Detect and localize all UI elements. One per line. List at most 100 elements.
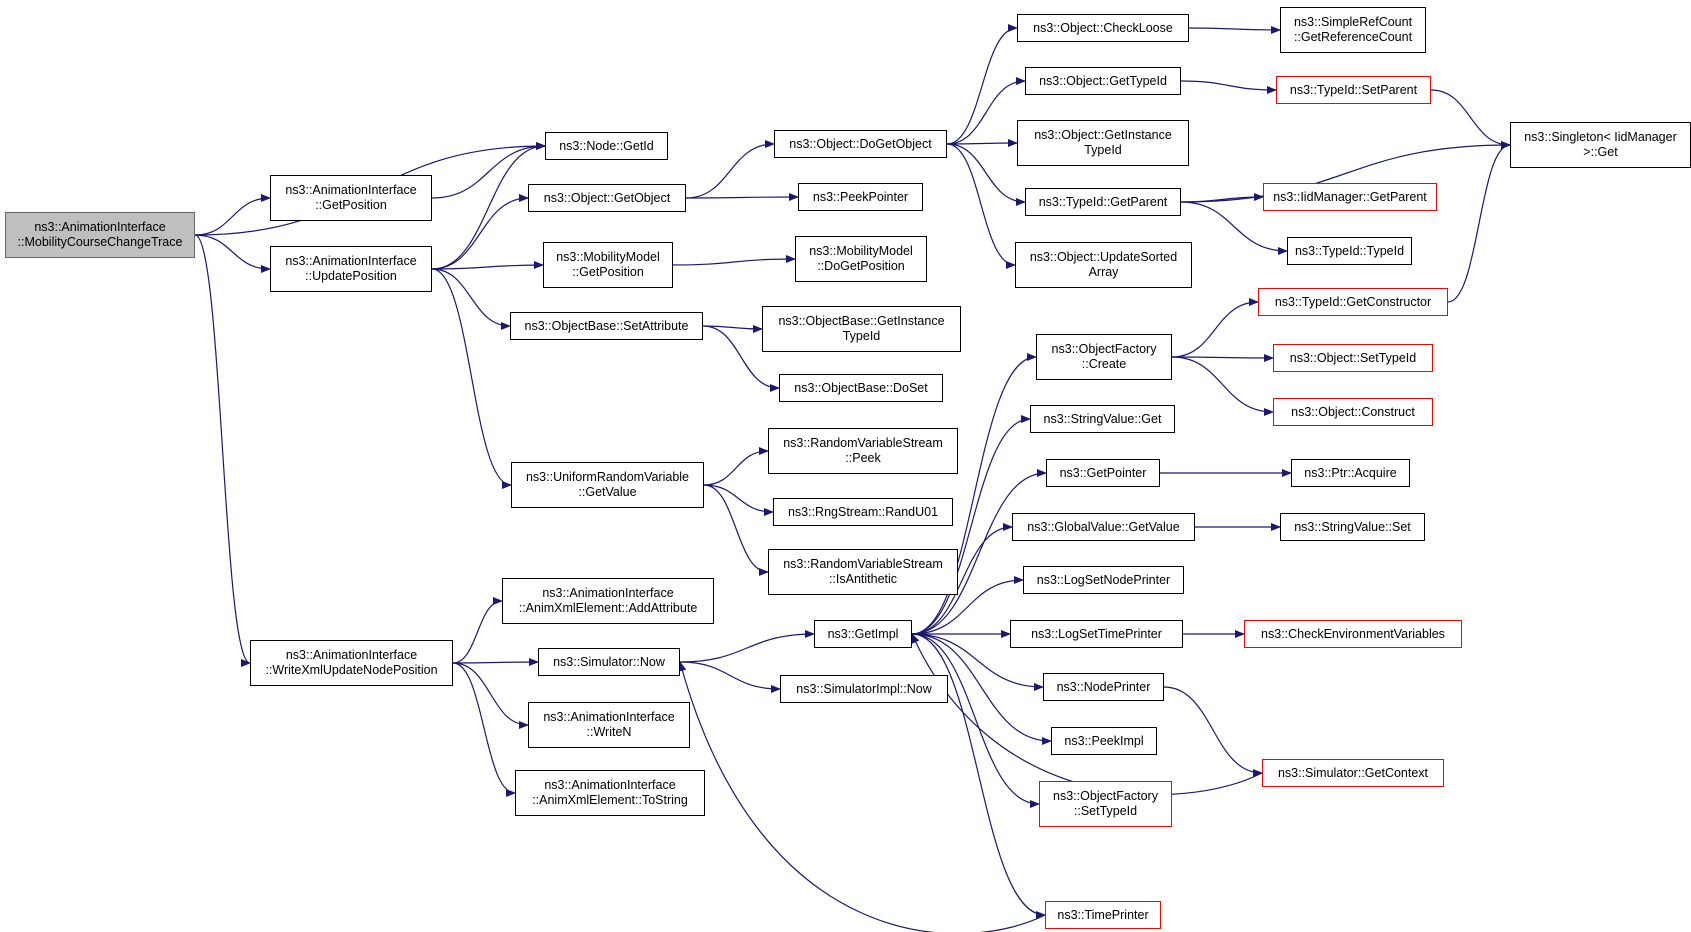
node-ai-writexml[interactable]: ns3::AnimationInterface::WriteXmlUpdateN…: [250, 640, 453, 686]
node-iidmanager-getparent[interactable]: ns3::IidManager::GetParent: [1263, 183, 1437, 211]
node-label-line: ns3::RngStream::RandU01: [787, 504, 939, 519]
node-label-line: ns3::AnimationInterface: [285, 254, 417, 268]
node-label-line: ns3::AnimationInterface: [285, 648, 418, 662]
node-gv-getvalue[interactable]: ns3::GlobalValue::GetValue: [1012, 513, 1195, 541]
node-rng-randu01[interactable]: ns3::RngStream::RandU01: [773, 498, 953, 526]
node-label-line: ns3::ObjectBase::DoSet: [794, 380, 928, 395]
node-obj-dogetobject[interactable]: ns3::Object::DoGetObject: [774, 130, 947, 158]
node-sim-getcontext[interactable]: ns3::Simulator::GetContext: [1262, 759, 1444, 787]
edge-getimpl-to-getpointer: [911, 469, 1047, 635]
node-logsetnodeprinter[interactable]: ns3::LogSetNodePrinter: [1023, 566, 1184, 594]
node-label-line: ns3::StringValue::Get: [1043, 411, 1162, 426]
node-obj-construct[interactable]: ns3::Object::Construct: [1273, 398, 1433, 426]
node-label-line: ns3::ObjectBase::GetInstance: [778, 314, 945, 328]
node-ptr-acquire[interactable]: ns3::Ptr::Acquire: [1291, 459, 1410, 487]
node-root: ns3::AnimationInterface::MobilityCourseC…: [5, 212, 195, 258]
node-mm-getposition[interactable]: ns3::MobilityModel::GetPosition: [543, 242, 673, 288]
edge-getimpl-to-of-create: [911, 353, 1037, 635]
node-label-line: ::Create: [1081, 357, 1127, 371]
node-stringvalue-set[interactable]: ns3::StringValue::Set: [1280, 513, 1425, 541]
edge-getimpl-to-nodeprinter: [911, 633, 1044, 691]
edge-root-to-ai-updateposition: [194, 234, 271, 273]
edge-nodeprinter-to-sim-getcontext: [1163, 686, 1263, 777]
node-ai-updateposition[interactable]: ns3::AnimationInterface::UpdatePosition: [270, 246, 432, 292]
edge-obj-dogetobject-to-obj-getinstancetypeid: [946, 139, 1018, 148]
edge-sim-now-to-simimpl-now: [679, 661, 781, 693]
node-label-line: ns3::PeekPointer: [812, 189, 909, 204]
node-of-settypeid[interactable]: ns3::ObjectFactory::SetTypeId: [1039, 781, 1172, 827]
node-getpointer[interactable]: ns3::GetPointer: [1046, 459, 1160, 487]
node-obj-checkloose[interactable]: ns3::Object::CheckLoose: [1017, 14, 1189, 42]
node-label-line: ns3::AnimationInterface: [542, 586, 674, 600]
edge-root-to-ai-getposition: [194, 194, 271, 236]
node-label-line: ns3::ObjectFactory: [1051, 342, 1157, 356]
edge-ai-writexml-to-ai-tostring: [452, 662, 516, 797]
node-sim-now[interactable]: ns3::Simulator::Now: [538, 648, 680, 676]
node-peekimpl[interactable]: ns3::PeekImpl: [1051, 727, 1157, 755]
node-getimpl[interactable]: ns3::GetImpl: [814, 620, 912, 648]
node-rvs-isantithetic[interactable]: ns3::RandomVariableStream::IsAntithetic: [768, 549, 958, 595]
edge-of-create-to-obj-construct: [1171, 356, 1274, 416]
node-mm-dogetposition[interactable]: ns3::MobilityModel::DoGetPosition: [795, 236, 927, 282]
node-label-line: ns3::SimpleRefCount: [1293, 15, 1413, 29]
node-label-line: ns3::Object::GetObject: [543, 190, 671, 205]
node-stringvalue-get[interactable]: ns3::StringValue::Get: [1030, 405, 1175, 433]
node-of-create[interactable]: ns3::ObjectFactory::Create: [1036, 334, 1172, 380]
edge-ai-writexml-to-sim-now: [452, 658, 539, 667]
node-ai-tostring[interactable]: ns3::AnimationInterface::AnimXmlElement:…: [515, 770, 705, 816]
edge-getimpl-to-timeprinter: [911, 633, 1046, 919]
node-timeprinter[interactable]: ns3::TimePrinter: [1045, 901, 1161, 929]
node-singleton-get[interactable]: ns3::Singleton< IidManager>::Get: [1510, 122, 1691, 168]
node-label-line: ::IsAntithetic: [828, 572, 898, 586]
node-label-line: ns3::Object::SetTypeId: [1289, 350, 1417, 365]
node-ai-addattribute[interactable]: ns3::AnimationInterface::AnimXmlElement:…: [502, 578, 714, 624]
node-label-line: ns3::GetPointer: [1059, 465, 1147, 480]
node-obj-settypeid[interactable]: ns3::Object::SetTypeId: [1273, 344, 1433, 372]
node-label-line: ::GetPosition: [315, 198, 387, 212]
edge-sim-now-to-getimpl: [679, 630, 815, 663]
node-typeid-getparent[interactable]: ns3::TypeId::GetParent: [1025, 188, 1181, 216]
node-nodeprinter[interactable]: ns3::NodePrinter: [1043, 673, 1164, 701]
node-urv-getvalue[interactable]: ns3::UniformRandomVariable::GetValue: [511, 462, 704, 508]
node-ob-doset[interactable]: ns3::ObjectBase::DoSet: [779, 374, 943, 402]
node-logsettimeprinter[interactable]: ns3::LogSetTimePrinter: [1010, 620, 1183, 648]
node-label-line: ns3::TypeId::GetConstructor: [1274, 294, 1432, 309]
node-label-line: ns3::PeekImpl: [1064, 733, 1144, 748]
edge-root-to-ai-writexml: [194, 234, 251, 667]
node-label-line: ns3::Object::DoGetObject: [789, 136, 932, 151]
node-ai-getposition[interactable]: ns3::AnimationInterface::GetPosition: [270, 175, 432, 221]
edge-urv-getvalue-to-rvs-isantithetic: [703, 484, 769, 576]
node-label-line: ns3::AnimationInterface: [34, 220, 166, 234]
edge-ai-updateposition-to-mm-getposition: [431, 261, 544, 270]
node-label-line: ns3::Simulator::GetContext: [1277, 765, 1429, 780]
edge-of-create-to-obj-settypeid: [1171, 353, 1274, 362]
edge-obj-dogetobject-to-obj-updatesortedarray: [946, 143, 1016, 269]
node-label-line: ns3::ObjectFactory: [1053, 789, 1158, 803]
node-typeid-setparent[interactable]: ns3::TypeId::SetParent: [1276, 76, 1431, 104]
edge-urv-getvalue-to-rng-randu01: [703, 484, 774, 516]
node-obj-getobject[interactable]: ns3::Object::GetObject: [528, 184, 686, 212]
node-label-line: ::WriteN: [586, 725, 632, 739]
node-src-getreferencecount[interactable]: ns3::SimpleRefCount::GetReferenceCount: [1280, 7, 1426, 53]
node-label-line: ::Peek: [845, 451, 881, 465]
edge-obj-getobject-to-peekpointer: [685, 193, 799, 202]
node-typeid-getconstructor[interactable]: ns3::TypeId::GetConstructor: [1258, 288, 1448, 316]
node-label-line: ns3::Node::GetId: [559, 138, 654, 153]
node-ob-setattribute[interactable]: ns3::ObjectBase::SetAttribute: [510, 312, 703, 340]
node-label-line: ns3::NodePrinter: [1056, 679, 1151, 694]
node-ai-writen[interactable]: ns3::AnimationInterface::WriteN: [528, 702, 690, 748]
node-node-getid[interactable]: ns3::Node::GetId: [545, 132, 668, 160]
node-rvs-peek[interactable]: ns3::RandomVariableStream::Peek: [768, 428, 958, 474]
node-label-line: ns3::MobilityModel: [556, 250, 660, 264]
node-label-line: ns3::Ptr::Acquire: [1304, 465, 1397, 480]
node-checkenv[interactable]: ns3::CheckEnvironmentVariables: [1244, 620, 1462, 648]
edge-timeprinter-to-sim-now: [678, 661, 1046, 932]
node-peekpointer[interactable]: ns3::PeekPointer: [798, 183, 923, 211]
node-simimpl-now[interactable]: ns3::SimulatorImpl::Now: [780, 675, 948, 703]
node-obj-gettypeid[interactable]: ns3::Object::GetTypeId: [1025, 67, 1181, 95]
node-typeid-typeid[interactable]: ns3::TypeId::TypeId: [1287, 237, 1412, 265]
